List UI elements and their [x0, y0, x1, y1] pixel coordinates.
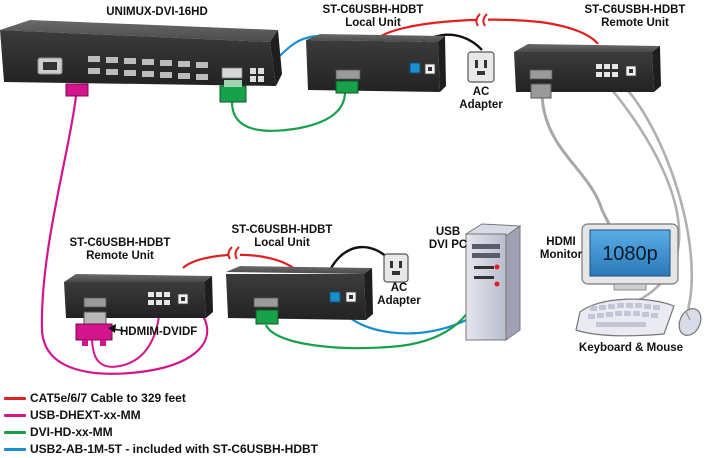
- pc-label-line2: DVI PC: [428, 239, 468, 251]
- top-local-unit: [306, 34, 446, 92]
- cable-break-bottom: [227, 244, 240, 260]
- bottom-remote-unit: [64, 274, 213, 318]
- keyboard-mouse-label: Keyboard & Mouse: [566, 342, 696, 355]
- ac-adapter-bottom-line1: AC: [390, 282, 408, 294]
- legend-swatch-cat: [4, 397, 26, 400]
- bottom-remote-label: ST-C6USBH-HDBT Remote Unit: [64, 237, 176, 263]
- hdmi-port-icon: [529, 69, 553, 80]
- cable-break-top: [475, 12, 488, 28]
- adapter-label: HDMIM-DVIDF: [120, 326, 197, 339]
- legend-swatch-usb-dhext: [4, 414, 26, 417]
- usb-port-icon: [250, 68, 256, 74]
- top-remote-title: ST-C6USBH-HDBT: [584, 4, 686, 16]
- bottom-local-title: ST-C6USBH-HDBT: [231, 224, 333, 236]
- top-remote-label: ST-C6USBH-HDBT Remote Unit: [580, 4, 690, 30]
- ac-adapter-top-line2: Adapter: [459, 99, 503, 111]
- main-unit-label: UNIMUX-DVI-16HD: [92, 6, 222, 19]
- legend-text-cat: CAT5e/6/7 Cable to 329 feet: [30, 391, 186, 405]
- arrow-head: [108, 324, 116, 333]
- bottom-remote-title: ST-C6USBH-HDBT: [69, 237, 171, 249]
- ac-adapter-top-icon: [467, 51, 495, 83]
- monitor-label-line1: HDMI: [546, 236, 576, 248]
- power-cable-bottom: [328, 246, 393, 271]
- usb-ports-icon: [596, 64, 618, 77]
- floppy-slot-icon: [474, 266, 494, 269]
- top-local-sub: Local Unit: [345, 17, 401, 29]
- dvi-cable-top: [230, 91, 347, 132]
- dvi-port-icon: [221, 67, 243, 79]
- monitor-screen: [589, 229, 671, 277]
- dvi-hd-plug-top-local: [335, 80, 359, 94]
- legend-text-usb-dhext: USB-DHEXT-xx-MM: [30, 408, 141, 422]
- pc-label-line1: USB: [435, 226, 461, 238]
- top-remote-unit: [514, 44, 661, 92]
- ac-adapter-top-line1: AC: [472, 86, 490, 98]
- usb-b-port-icon: [409, 62, 421, 74]
- usb-ports-icon: [148, 292, 170, 305]
- port-array: [88, 56, 208, 80]
- legend-text-dvi: DVI-HD-xx-MM: [30, 425, 113, 439]
- top-remote-sub: Remote Unit: [601, 17, 669, 29]
- ac-adapter-bottom-line2: Adapter: [377, 295, 421, 307]
- unimux-main-unit: [0, 20, 282, 86]
- hdmi-port-icon: [335, 69, 361, 80]
- usb-dhext-cable: [40, 95, 209, 375]
- bottom-remote-sub: Remote Unit: [86, 250, 154, 262]
- hdmim-dvidf-adapter: [75, 311, 113, 346]
- power-led-icon: [494, 264, 500, 270]
- monitor-label-line2: Monitor: [539, 249, 583, 261]
- monitor-screen-text: 1080p: [602, 243, 658, 265]
- hdmi-monitor: [581, 223, 679, 291]
- drive-bay-icon: [472, 244, 500, 249]
- top-local-label: ST-C6USBH-HDBT Local Unit: [318, 4, 428, 30]
- bottom-local-sub: Local Unit: [254, 237, 310, 249]
- dvi-hd-plug-bottom-local: [255, 309, 279, 325]
- usb-b-port-icon: [329, 291, 341, 303]
- keyboard-icon: [575, 298, 675, 337]
- adapter-label-text: HDMIM-DVIDF: [120, 326, 198, 338]
- keyboard-cable: [599, 75, 681, 308]
- usb-dvi-pc-tower: [464, 223, 522, 341]
- hdmi-port-icon: [253, 297, 279, 308]
- hdmi-port-icon: [83, 297, 107, 308]
- mouse-icon: [678, 308, 702, 336]
- hdmi-monitor-cable: [540, 95, 612, 227]
- keyboard-mouse-text: Keyboard & Mouse: [578, 342, 684, 354]
- bottom-local-label: ST-C6USBH-HDBT Local Unit: [226, 224, 338, 250]
- bottom-local-unit: [226, 266, 373, 320]
- cat-cable-top: [377, 18, 599, 45]
- ac-adapter-bottom-label: AC Adapter: [370, 282, 428, 308]
- legend-swatch-usb2: [4, 448, 26, 451]
- hdmi-plug-top-remote: [530, 83, 552, 99]
- usb-dhext-loop: [91, 299, 161, 368]
- top-local-title: ST-C6USBH-HDBT: [322, 4, 424, 16]
- usb-dhext-plug-main: [65, 83, 89, 97]
- pc-label: USB DVI PC: [422, 226, 474, 252]
- ac-adapter-bottom-icon: [383, 253, 409, 283]
- legend-swatch-dvi: [4, 431, 26, 434]
- dvi-plug-main: [219, 80, 247, 103]
- legend-text-usb2: USB2-AB-1M-5T - included with ST-C6USBH-…: [30, 442, 318, 456]
- monitor-label: HDMI Monitor: [536, 236, 586, 262]
- main-unit-title: UNIMUX-DVI-16HD: [106, 6, 208, 18]
- ac-adapter-top-label: AC Adapter: [452, 86, 510, 112]
